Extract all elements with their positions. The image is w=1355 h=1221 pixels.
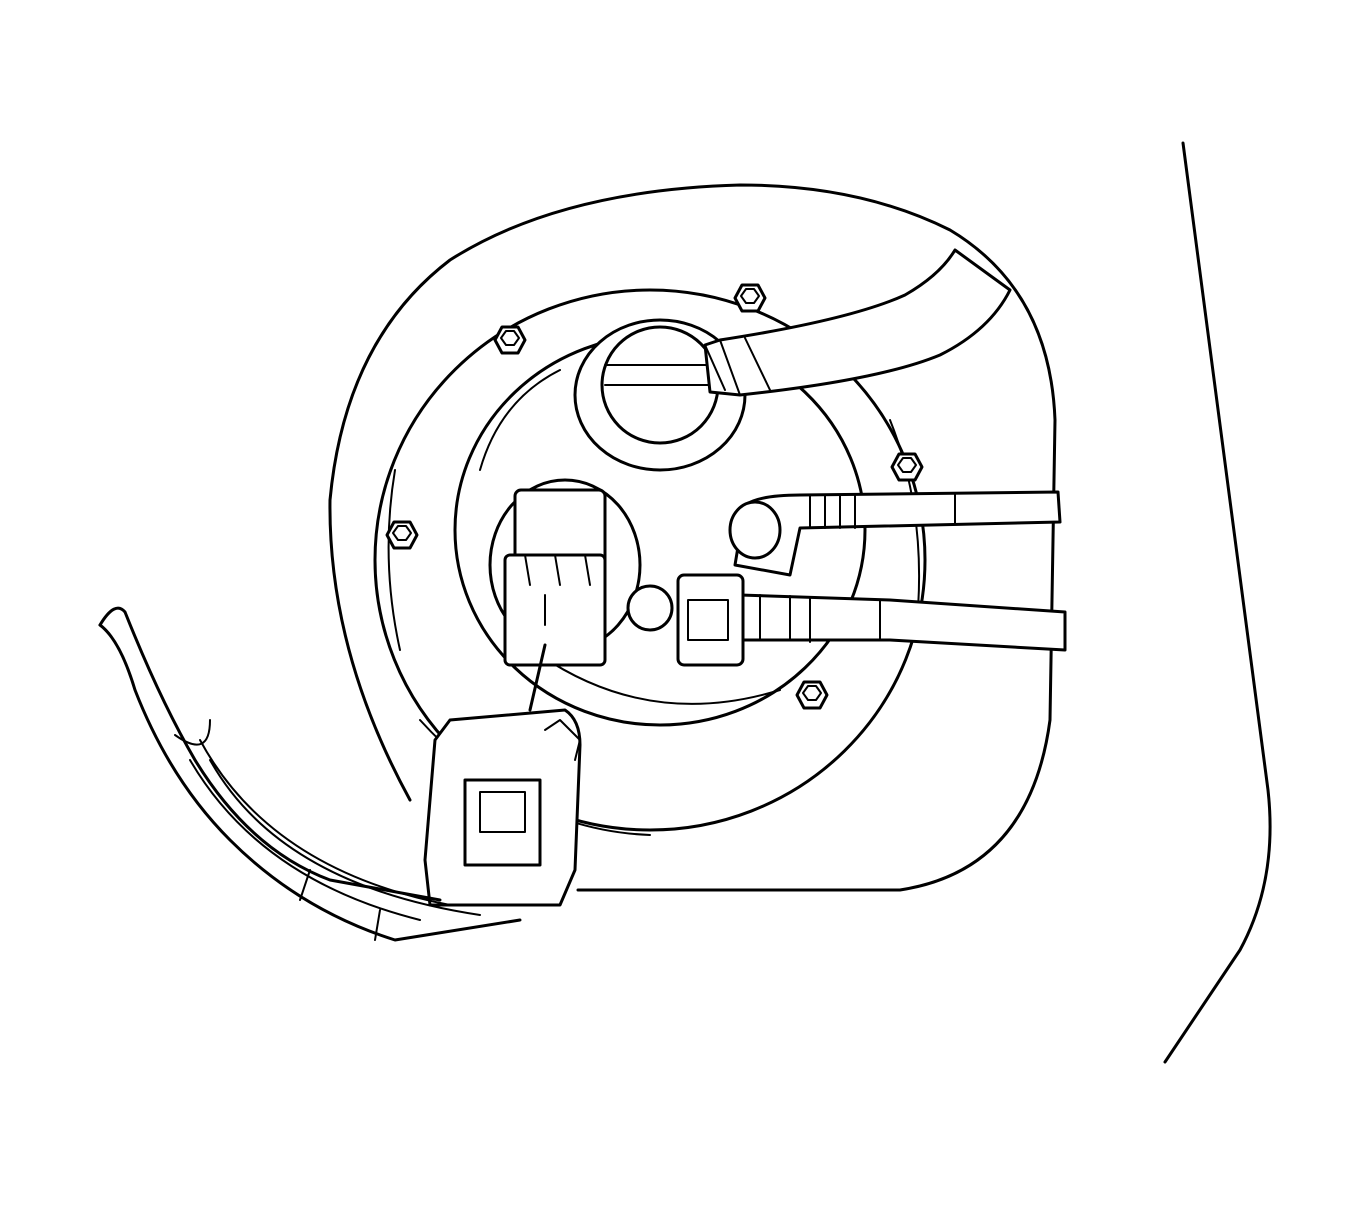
mounting-ring-outer (373, 288, 927, 832)
vent-cap (573, 318, 747, 472)
module-flange-inner (479, 369, 781, 705)
wiring-harness (98, 606, 522, 942)
vent-hose (703, 248, 1012, 397)
body-panel-edge (1163, 141, 1272, 1064)
fuel-feed-line (728, 490, 1062, 577)
harness-connector (423, 708, 582, 907)
fuel-return-line (626, 573, 1067, 667)
bolt-icon (385, 283, 924, 710)
tank-flange-outline (328, 183, 1057, 892)
module-electrical-connector (488, 478, 642, 667)
connector-lead (528, 643, 547, 712)
